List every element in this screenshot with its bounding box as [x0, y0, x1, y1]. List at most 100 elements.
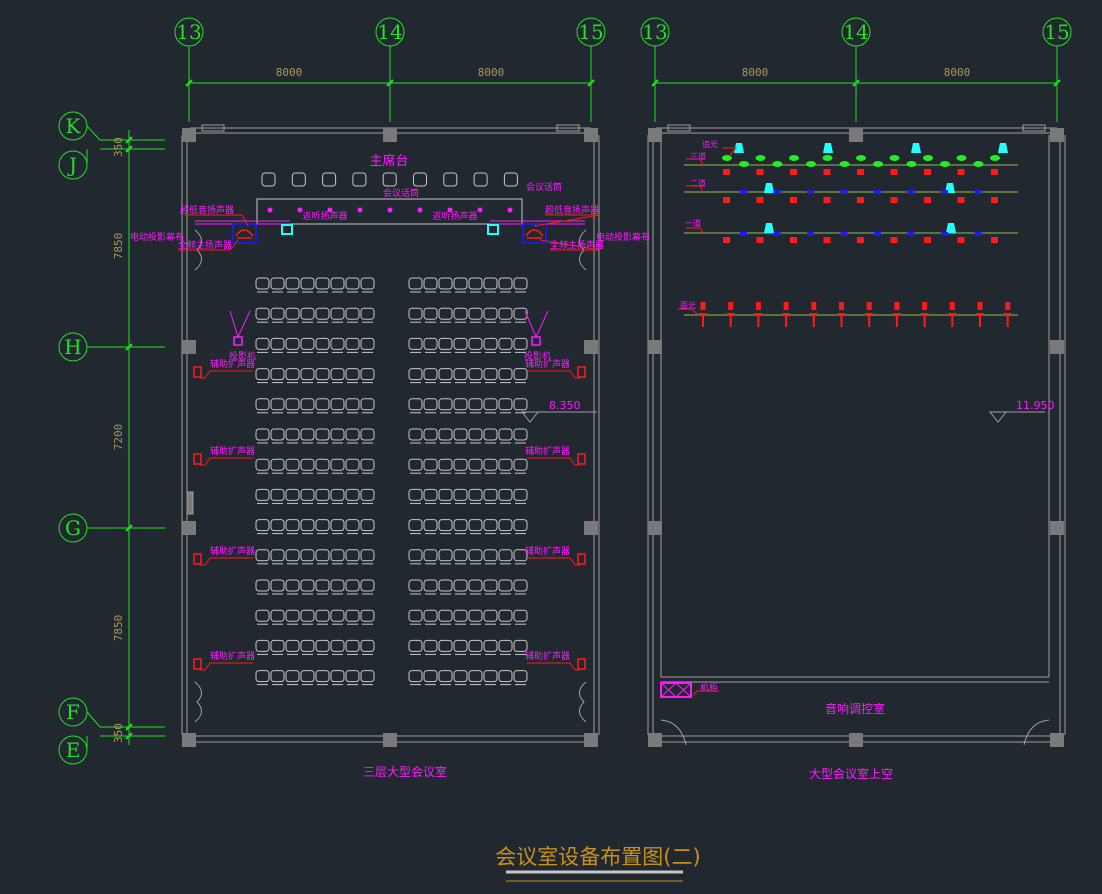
- profile-light: [723, 237, 730, 243]
- profile-light: [756, 169, 764, 175]
- label-main-speaker-left: 全频主扬声器: [178, 239, 232, 251]
- audience-seat: [468, 579, 483, 592]
- leader-line: [178, 239, 239, 251]
- audience-seat: [438, 519, 453, 532]
- par-light: [907, 190, 915, 194]
- door-swing: [194, 681, 202, 723]
- audience-seat: [513, 307, 528, 320]
- audience-seat: [468, 639, 483, 652]
- profile-light: [756, 237, 764, 243]
- face-light-base: [892, 313, 901, 316]
- structural-column: [584, 340, 598, 354]
- audience-seat: [285, 488, 300, 501]
- dim-v-2: 7850: [112, 233, 125, 260]
- par-light: [740, 232, 747, 236]
- audience-seat: [330, 579, 345, 592]
- audience-seat: [483, 609, 498, 622]
- audience-seat: [498, 307, 513, 320]
- audience-seat: [468, 307, 483, 320]
- axis-row-J-label: J: [67, 153, 77, 177]
- par-light: [773, 232, 781, 236]
- aux-speaker-label: 辅助扩声器: [525, 650, 570, 662]
- audience-seat: [255, 368, 270, 381]
- truss-leader: [686, 185, 704, 193]
- profile-light: [823, 169, 831, 175]
- monitor-speaker: [487, 224, 499, 235]
- profile-light: [957, 237, 965, 243]
- audience-seat: [285, 639, 300, 652]
- audience-seat: [255, 488, 270, 501]
- audience-seat: [453, 428, 468, 441]
- face-light: [977, 302, 983, 310]
- audience-seat: [453, 368, 468, 381]
- audience-seat: [438, 428, 453, 441]
- par-light: [840, 190, 848, 194]
- audience-seat: [315, 609, 330, 622]
- wash-light: [772, 161, 783, 167]
- audience-seat: [498, 549, 513, 562]
- audience-seat: [315, 368, 330, 381]
- face-light-base: [976, 313, 984, 316]
- follow-spot-light: [911, 143, 921, 153]
- wash-light: [789, 155, 799, 161]
- audience-seat: [423, 428, 438, 441]
- audience-seat: [453, 277, 468, 290]
- audience-seat: [408, 428, 423, 441]
- face-light: [755, 302, 761, 310]
- audience-seat: [300, 549, 315, 562]
- projector: [233, 336, 243, 346]
- audience-seat: [285, 428, 300, 441]
- audience-seat: [315, 519, 330, 532]
- face-light: [700, 302, 706, 310]
- face-light-base: [1003, 313, 1012, 316]
- aux-speaker-label: 辅助扩声器: [210, 545, 255, 557]
- audience-seat: [255, 670, 270, 683]
- cabinet-label: 机柜: [700, 682, 718, 694]
- projection-beam: [229, 310, 251, 339]
- stage-label: 主席台: [369, 153, 408, 169]
- audience-seat: [330, 307, 345, 320]
- profile-light: [790, 169, 797, 175]
- label-mic-1: 会议话筒: [383, 187, 419, 199]
- conference-mic: [477, 207, 483, 213]
- audience-seat: [360, 398, 375, 411]
- wash-light: [839, 161, 850, 167]
- follow-spot-light: [946, 223, 956, 233]
- audience-seat: [498, 277, 513, 290]
- axis-leader: [86, 125, 101, 141]
- audience-seat: [360, 277, 375, 290]
- audience-seat: [438, 579, 453, 592]
- audience-seat: [498, 488, 513, 501]
- aux-leader: [200, 370, 253, 379]
- left-floor-plan: 辅助扩声器辅助扩声器辅助扩声器辅助扩声器辅助扩声器辅助扩声器辅助扩声器辅助扩声器: [178, 124, 601, 747]
- audience-seat: [255, 549, 270, 562]
- audience-seat: [468, 277, 483, 290]
- axis-l-13-label: 13: [176, 20, 201, 44]
- audience-seat: [270, 488, 285, 501]
- audience-seat: [255, 428, 270, 441]
- axis-r-13-label: 13: [642, 20, 667, 44]
- audience-seat: [468, 609, 483, 622]
- audience-seat: [300, 488, 315, 501]
- audience-seat: [315, 428, 330, 441]
- monitor-speaker: [281, 224, 293, 235]
- wash-light: [990, 155, 1000, 161]
- aux-leader: [200, 557, 253, 566]
- audience-seat: [423, 670, 438, 683]
- audience-seat: [438, 368, 453, 381]
- audience-seat: [408, 398, 423, 411]
- aux-speaker: [193, 366, 202, 378]
- profile-light: [723, 169, 730, 175]
- structural-column: [584, 521, 598, 535]
- par-light: [941, 190, 948, 194]
- label-monitor-left: 返听扬声器: [302, 210, 347, 222]
- window: [201, 124, 225, 132]
- follow-spot-light: [823, 143, 833, 153]
- audience-seat: [483, 579, 498, 592]
- audience-seat: [408, 307, 423, 320]
- audience-seat: [483, 519, 498, 532]
- conference-mic: [267, 207, 273, 213]
- stage-chair: [352, 172, 367, 187]
- audience-seat: [483, 488, 498, 501]
